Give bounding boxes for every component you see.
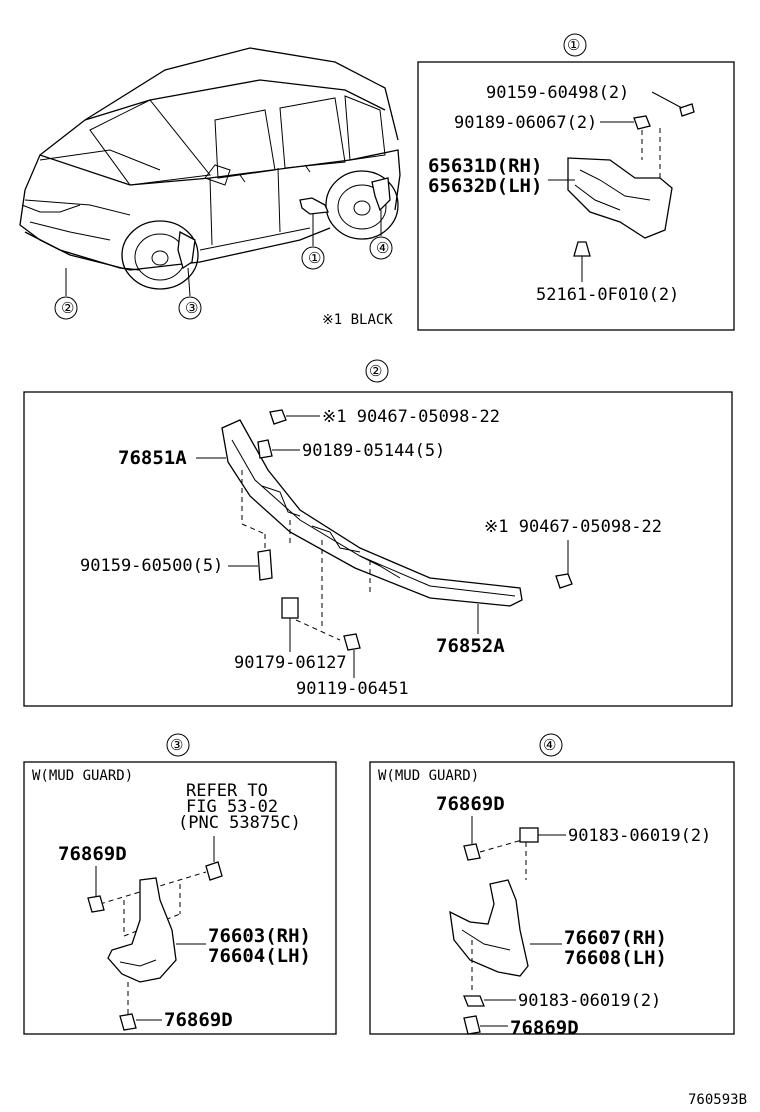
part-76869D-top-4: 76869D	[436, 793, 505, 815]
section2-marker: ②	[369, 362, 382, 380]
section4-marker: ④	[543, 736, 556, 754]
section3-title: W(MUD GUARD)	[32, 768, 133, 784]
figure-id: 760593B	[688, 1092, 747, 1108]
black-note: ※1 BLACK	[322, 312, 393, 328]
part-90183-06019-bottom: 90183-06019(2)	[518, 991, 661, 1011]
part-76869D-bottom-4: 76869D	[510, 1017, 579, 1039]
refer-line-3: (PNC 53875C)	[178, 813, 301, 833]
part-90159-60500: 90159-60500(5)	[80, 556, 223, 576]
callout-2-overview: ②	[61, 299, 74, 317]
part-90179-06127: 90179-06127	[234, 653, 347, 673]
part-90119-06451: 90119-06451	[296, 679, 409, 699]
part-65632D: 65632D(LH)	[428, 175, 542, 197]
part-90189-05144: 90189-05144(5)	[302, 441, 445, 461]
section2-parts	[196, 409, 573, 678]
refer-line-2: FIG 53-02	[186, 797, 278, 817]
section4-box	[369, 761, 735, 1035]
section3-marker: ③	[170, 736, 183, 754]
part-65631D: 65631D(RH)	[428, 155, 542, 177]
callout-3-overview: ③	[185, 299, 198, 317]
section4-title: W(MUD GUARD)	[378, 768, 479, 784]
part-90159-60498: 90159-60498(2)	[486, 83, 629, 103]
part-90467-05098-22-right: ※1 90467-05098-22	[484, 517, 662, 537]
part-90467-05098-22-top: ※1 90467-05098-22	[322, 407, 500, 427]
section1-marker: ①	[567, 36, 580, 54]
part-90189-06067: 90189-06067(2)	[454, 113, 597, 133]
section4-parts	[449, 816, 566, 1035]
section1-box	[417, 61, 735, 331]
section2-box	[23, 391, 733, 707]
part-90183-06019-top: 90183-06019(2)	[568, 826, 711, 846]
part-52161-0F010: 52161-0F010(2)	[536, 285, 679, 305]
section3-parts	[87, 836, 223, 1031]
callout-4-overview: ④	[376, 239, 389, 257]
section1-parts	[548, 91, 695, 282]
part-76852A: 76852A	[436, 635, 505, 657]
part-76869D-top-3: 76869D	[58, 843, 127, 865]
part-76851A: 76851A	[118, 447, 187, 469]
section3-box	[23, 761, 337, 1035]
callout-1-overview: ①	[308, 249, 321, 267]
car-overview	[19, 47, 401, 320]
part-76604: 76604(LH)	[208, 945, 311, 967]
part-76607: 76607(RH)	[564, 927, 667, 949]
refer-line-1: REFER TO	[186, 781, 268, 801]
part-76603: 76603(RH)	[208, 925, 311, 947]
part-76608: 76608(LH)	[564, 947, 667, 969]
part-76869D-bottom-3: 76869D	[164, 1009, 233, 1031]
